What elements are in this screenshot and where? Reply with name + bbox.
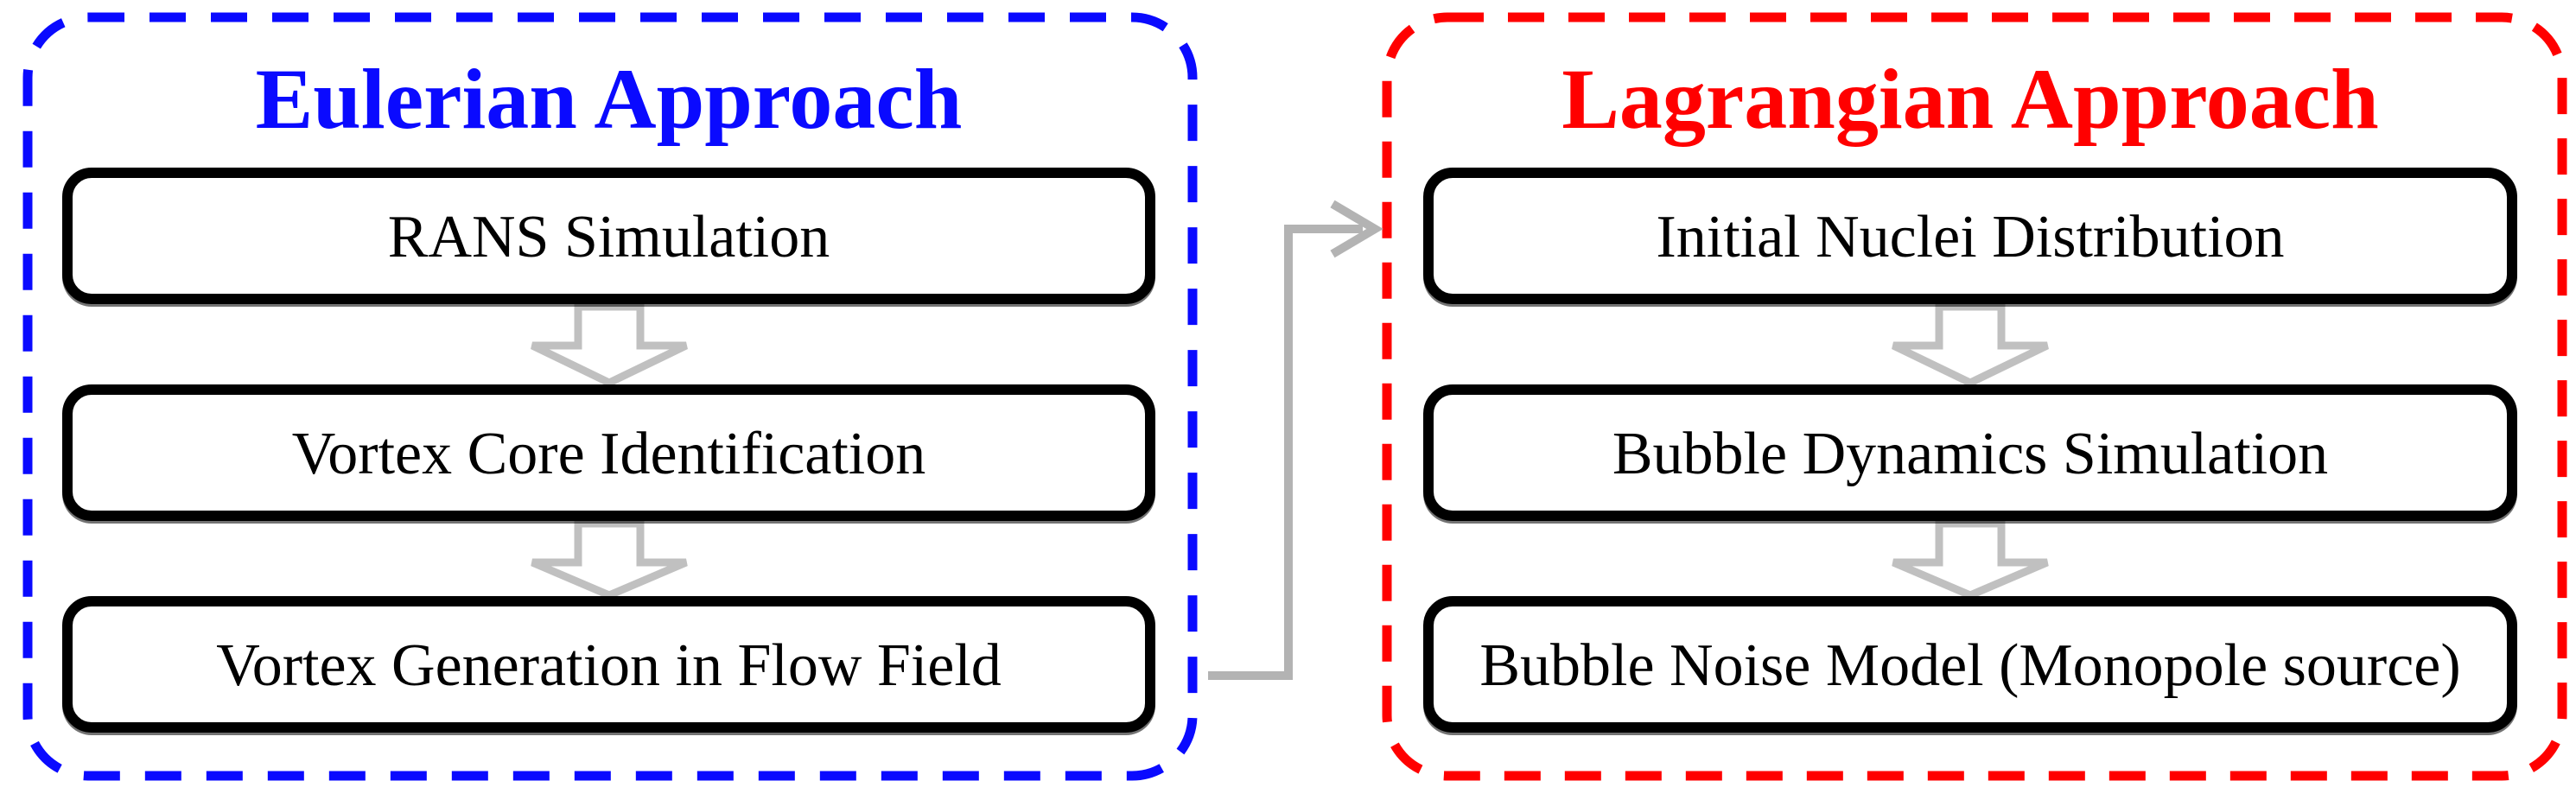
step-box-vortex-core-identification: Vortex Core Identification bbox=[62, 384, 1155, 521]
step-box-bubble-dynamics-simulation: Bubble Dynamics Simulation bbox=[1423, 384, 2517, 521]
step-label: Bubble Noise Model (Monopole source) bbox=[1479, 632, 2461, 699]
eulerian-panel-outline bbox=[22, 12, 1198, 781]
eulerian-panel-title: Eulerian Approach bbox=[255, 50, 963, 147]
step-box-bubble-noise-model: Bubble Noise Model (Monopole source) bbox=[1423, 596, 2517, 733]
right-arrow-icon bbox=[1330, 200, 1383, 258]
step-label: Vortex Core Identification bbox=[291, 421, 926, 487]
step-box-vortex-generation-in-flow-field: Vortex Generation in Flow Field bbox=[62, 596, 1155, 733]
down-arrow-icon bbox=[1892, 519, 2049, 600]
step-label: RANS Simulation bbox=[387, 204, 830, 270]
down-arrow-icon bbox=[531, 519, 688, 600]
lagrangian-panel-title: Lagrangian Approach bbox=[1562, 50, 2379, 147]
lagrangian-panel-outline bbox=[1382, 12, 2567, 781]
step-label: Initial Nuclei Distribution bbox=[1656, 204, 2285, 270]
down-arrow-icon bbox=[1892, 302, 2049, 387]
step-box-rans-simulation: RANS Simulation bbox=[62, 168, 1155, 304]
connector-line bbox=[1208, 225, 1363, 680]
step-box-initial-nuclei-distribution: Initial Nuclei Distribution bbox=[1423, 168, 2517, 304]
step-label: Vortex Generation in Flow Field bbox=[216, 632, 1002, 699]
step-label: Bubble Dynamics Simulation bbox=[1612, 421, 2329, 487]
down-arrow-icon bbox=[531, 302, 688, 387]
